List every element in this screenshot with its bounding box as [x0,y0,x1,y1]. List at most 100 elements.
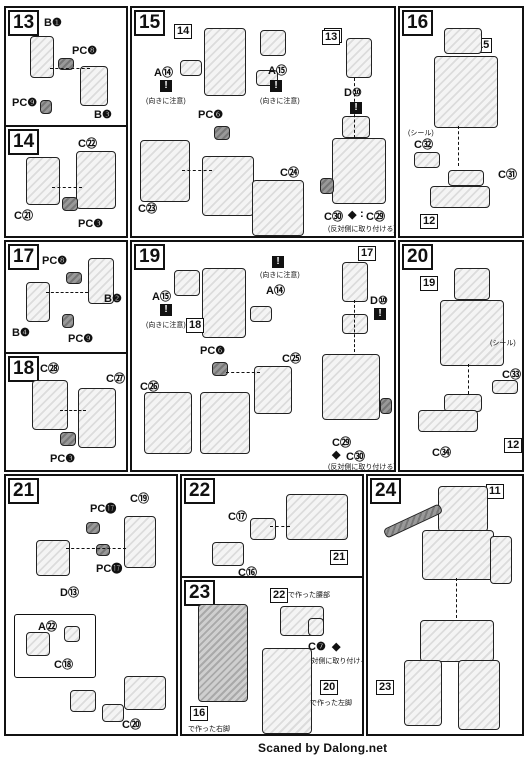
step-number: 19 [134,244,166,270]
leg-part [342,116,370,138]
guide-line [456,578,457,618]
leg-part [76,151,116,209]
armor-part [174,270,200,296]
leg-part [342,262,368,302]
guide-line [270,526,290,527]
leg-part [204,28,246,96]
part-label: C㉑ [14,210,33,222]
armor-part [308,618,324,636]
part-label: PC❸ [78,218,104,230]
step-19-panel: 19 ! ! A⑮ A⑭ (向きに注意) (向きに注意) 18 PC❻ C㉕ C… [130,240,396,472]
polycap-part [40,100,52,114]
part-label: C㉘ [40,363,59,375]
caution-note: (反対側に取り付ける) [328,226,396,233]
step-number: 18 [8,356,40,382]
leg-part [252,180,304,236]
scan-credit: Scaned by Dalong.net [258,741,388,755]
step-number: 21 [8,478,40,504]
step-number: 14 [8,129,40,155]
arm-part [490,536,512,584]
sub-step-ref: 19 [420,276,439,291]
step-21-panel: 21 PC⓱ C⑲ PC⓱ D⑬ A㉒ C⑱ C⑳ [4,474,178,736]
part-label: PC❸ [50,453,76,465]
leg-part [322,354,380,420]
part-label: C㉜ [414,139,433,151]
sub-step-ref: 12 [420,214,439,229]
part-label: B❸ [94,109,112,121]
step-number: 23 [184,580,216,606]
part-label: D⑩ [370,295,388,307]
part-label: C㉙ [366,211,385,223]
leg-part [454,268,490,300]
caption-note: で作った左脚 [310,700,352,707]
guide-line [182,170,212,171]
part-label: C㉚ [324,211,343,223]
part-label: C㉖ [140,381,159,393]
guide-line [60,410,86,411]
sub-step-ref: 21 [330,550,349,565]
caution-icon: ! [374,308,386,320]
guide-line [354,78,355,138]
polycap-part [212,362,228,376]
part-label: PC⓱ [90,503,117,515]
part-label: C㉔ [280,167,299,179]
upper-body-part [438,486,488,532]
guide-line [46,292,88,293]
part-label: C㉕ [282,353,301,365]
part-label: A⑮ [268,65,287,77]
part-label: C⑯ [238,567,257,578]
step-number: 24 [370,478,402,504]
lower-body-part [404,660,442,726]
leg-part [434,56,498,128]
lower-body-part [420,620,494,662]
part-label: C⑲ [130,493,149,505]
step-18-panel: 18 C㉘ C㉗ PC❸ [4,352,128,472]
armor-part [250,306,272,322]
leg-part [26,157,60,205]
part-label: D⑬ [60,587,79,599]
sub-step-ref: 22 [270,588,289,603]
part-label: C㉓ [138,203,157,215]
polycap-part [96,544,110,556]
guide-line [50,68,90,69]
part-label: C㉚ [346,451,365,463]
part-label: C㉛ [498,169,517,181]
part-label: B❹ [12,327,30,339]
sub-step-ref: 11 [486,484,504,499]
step-13-panel: 13 B❶ PC❽ PC❾ B❸ [4,6,128,127]
foot-part [414,152,440,168]
part-label: PC❽ [42,255,68,267]
part-label: C⑱ [54,659,73,671]
polycap-part [62,197,78,211]
caution-note: (向きに注意) [146,98,186,105]
right-leg-part [198,604,248,702]
part-label: PC❾ [68,333,94,345]
arm-part [30,36,54,78]
caution-icon: ! [270,80,282,92]
flip-icon: ◆ [332,641,341,653]
sub-step-ref: 20 [320,680,339,695]
leg-part [78,388,116,448]
foot-part [448,170,484,186]
part-label: C㉙ [332,437,351,449]
part-label: A㉒ [38,621,57,633]
polycap-part [320,178,334,194]
leg-part [140,140,190,202]
part-label: PC❽ [72,45,98,57]
guide-line [354,300,355,352]
step-number: 22 [184,478,216,504]
polycap-part [214,126,230,140]
arm-part [26,282,50,322]
foot-part [492,380,518,394]
sub-step-ref: 16 [190,706,209,721]
caption-note: で作った右脚 [188,726,230,733]
leg-part [202,268,246,338]
detail-callout [14,614,96,678]
waist-part [36,540,70,576]
part-label: C㉝ [502,369,521,381]
leg-part [346,38,372,78]
step-number: 16 [402,10,434,36]
step-number: 13 [8,10,40,36]
waist-part [26,632,50,656]
part-label: D⑩ [344,87,362,99]
